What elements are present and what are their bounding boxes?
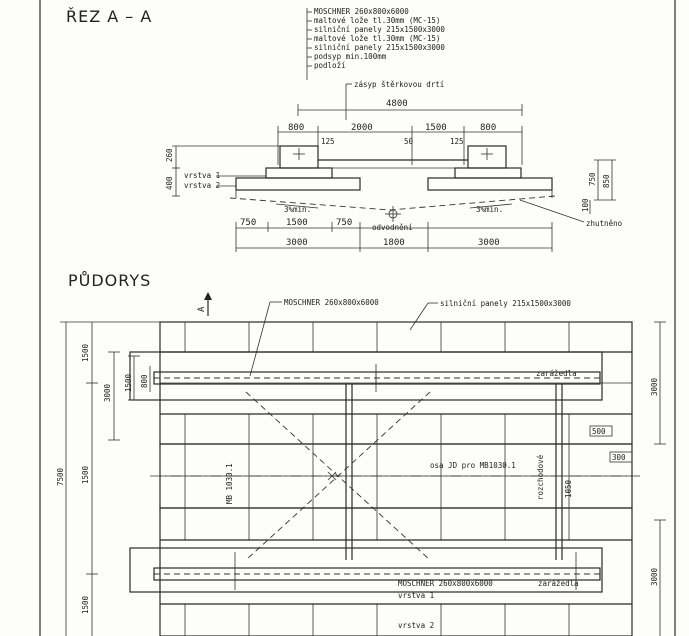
slope-right: 3%min. (476, 205, 503, 214)
layer-item: podsyp min.100mm (314, 52, 387, 61)
layer-item: MOSCHNER 260x800x6000 (314, 7, 409, 16)
dim-3000-plan-right-bottom: 3000 (650, 567, 659, 586)
moschner-plan-bottom-label: MOSCHNER 260x800x6000 (398, 579, 493, 588)
panel-grid-bottom (159, 507, 633, 636)
subgrade-line (229, 195, 556, 211)
panel-layer2-right (427, 177, 553, 191)
moschner-plan-label: MOSCHNER 260x800x6000 (284, 298, 379, 307)
layer-item: silniční panely 215x1500x3000 (314, 43, 445, 52)
dim-1500-plan-top: 1500 (81, 343, 90, 362)
dim-750-right: 750 (336, 218, 352, 228)
panel-layer1-right (454, 167, 522, 179)
dim-3000-plan-right: 3000 (650, 377, 659, 396)
dim-1500: 1500 (425, 123, 447, 133)
dim-800-left: 800 (288, 123, 304, 133)
vrstva2-plan-label: vrstva 2 (398, 621, 434, 630)
dim-1500-plan-inner: 1500 (124, 373, 133, 392)
layer-item: podloží (314, 61, 346, 70)
dim-1500-bottom: 1500 (286, 218, 308, 228)
dim-300-box (609, 451, 633, 463)
dim-2000: 2000 (351, 123, 373, 133)
layer1-label: vrstva 1 (184, 171, 220, 180)
moschner-rail-top (129, 351, 603, 401)
dim-3000-left: 3000 (286, 238, 308, 248)
compacted-label: zhutněno (586, 219, 623, 228)
dim-850: 850 (602, 174, 611, 188)
dim-500: 500 (592, 427, 606, 436)
axis-label: osa JD pro MB1030.1 (430, 461, 516, 470)
dim-125-left: 125 (321, 137, 335, 146)
panels-plan-label: silniční panely 215x1500x3000 (440, 299, 571, 308)
layer-legend: MOSCHNER 260x800x6000 maltové lože tl.30… (306, 7, 445, 80)
dim-750-vertical: 750 (588, 172, 597, 186)
panel-layer1-left (265, 167, 333, 179)
dim-300: 300 (612, 453, 626, 462)
backfill-note: zásyp štěrkovou drtí (354, 80, 444, 89)
dim-3000-right: 3000 (478, 238, 500, 248)
dim-1050: 1050 (564, 479, 573, 498)
drainage-label: odvodnění (372, 223, 413, 232)
stop-bottom-label: zarážedla (538, 579, 579, 588)
panel-grid-top (159, 321, 633, 445)
dim-500-box (589, 425, 613, 437)
dim-750-left: 750 (240, 218, 256, 228)
section-mark-label: A (197, 306, 207, 312)
dim-260: 260 (165, 148, 174, 162)
dim-1500-plan-bottom: 1500 (81, 595, 90, 614)
panel-layer2-left (235, 177, 361, 191)
spacing-label: rozchodové (536, 454, 545, 500)
dim-100: 100 (581, 198, 590, 212)
dim-50: 50 (404, 137, 414, 146)
layer-item: maltové lože tl.30mm (MC-15) (314, 16, 440, 25)
dim-125-right: 125 (450, 137, 464, 146)
plan-title: PŮDORYS (68, 271, 151, 290)
stop-top-label: zarážedla (536, 369, 577, 378)
dim-400: 400 (165, 176, 174, 190)
dim-800-plan: 800 (140, 374, 149, 388)
dim-1800: 1800 (383, 238, 405, 248)
dim-7500: 7500 (56, 467, 65, 486)
vrstva1-plan-label: vrstva 1 (398, 591, 434, 600)
dim-3000-plan-left: 3000 (103, 383, 112, 402)
layer2-label: vrstva 2 (184, 181, 220, 190)
layer-item: maltové lože tl.30mm (MC-15) (314, 34, 440, 43)
moschner-rail-bottom (129, 547, 603, 593)
section-title: ŘEZ A – A (66, 7, 152, 26)
slope-left: 3%min. (284, 205, 311, 214)
section-arrow-icon (204, 292, 212, 300)
mb-label: MB 1030.1 (225, 463, 234, 504)
brace-line (245, 391, 431, 561)
dim-line-label: 1500 (81, 465, 90, 484)
layer-item: silniční panely 215x1500x3000 (314, 25, 445, 34)
dim-4800: 4800 (386, 99, 408, 109)
dim-800-right: 800 (480, 123, 496, 133)
